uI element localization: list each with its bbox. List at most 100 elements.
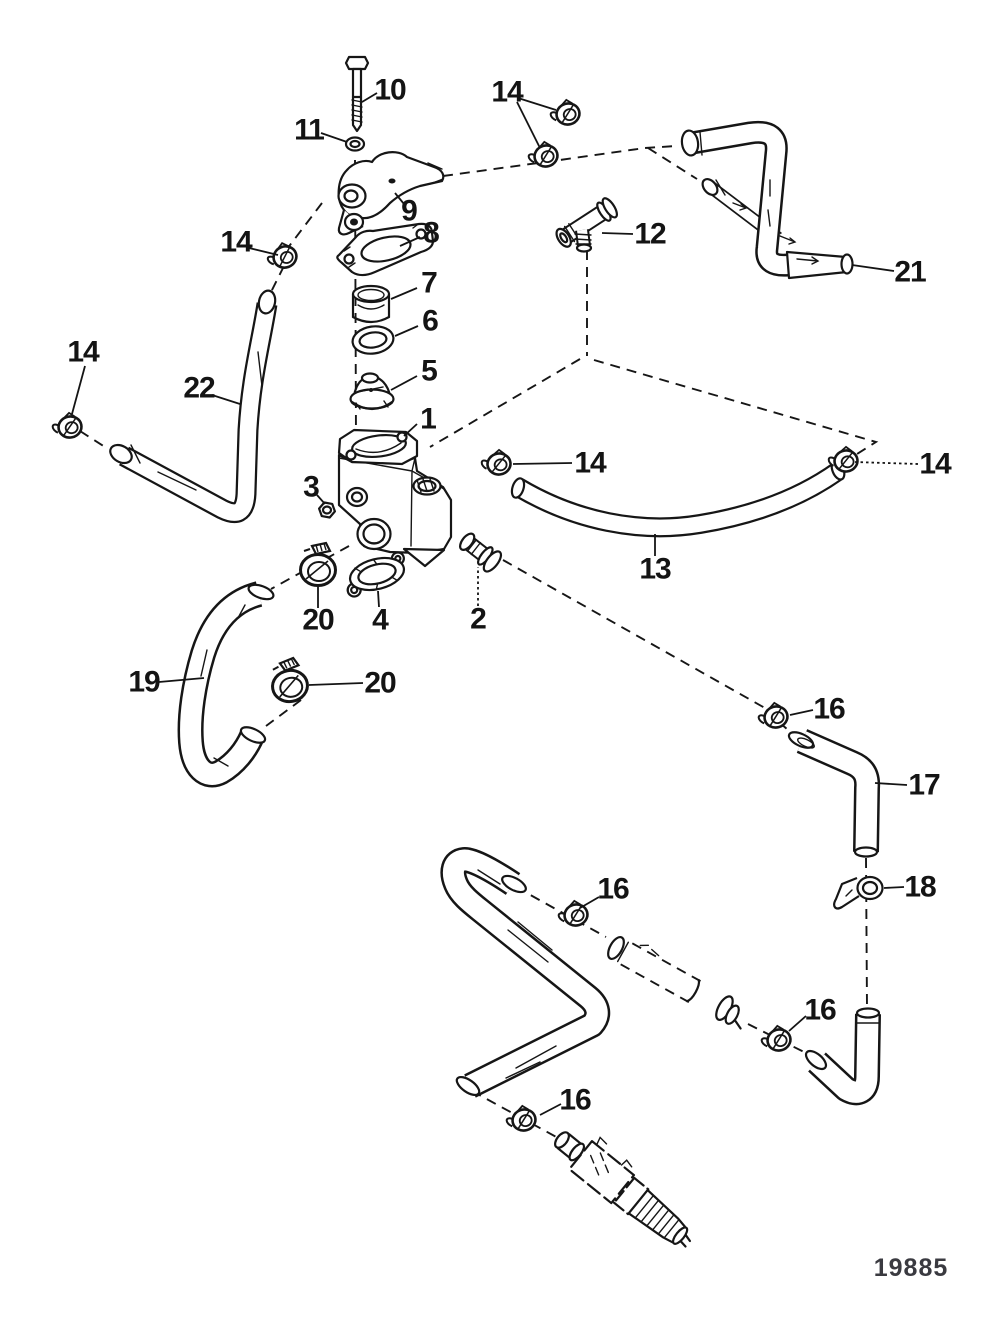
hose21-flared-end [785,250,849,280]
clamp-bracket-18 [833,875,884,910]
callout-22: 22 [183,372,215,405]
dash-hose15-to-valve [515,886,607,938]
callout-14: 14 [67,336,100,369]
clamp-16 [502,1102,540,1136]
clamp-20 [299,541,337,587]
callout-3: 3 [303,471,319,504]
washer-11 [344,136,366,152]
clamp-14 [524,138,562,172]
dash-housing-to-hose19 [270,545,350,590]
callout-4: 4 [372,604,389,637]
callout-18: 18 [904,871,936,904]
callout-11: 11 [294,114,324,147]
callout-16: 16 [559,1084,591,1117]
callout-9: 9 [401,195,417,228]
hose19-end [247,583,275,601]
inline-check-valve [607,936,742,1030]
clamp-16 [757,1022,795,1056]
elbow-end [855,1007,881,1019]
callout-10: 10 [374,74,406,107]
callout-leader-12 [601,232,634,235]
callout-leader-16 [579,896,600,909]
housing-gusset [402,547,446,568]
callout-leader-9 [394,192,405,205]
drain-plug-3 [318,501,336,519]
clamp-14 [49,409,85,443]
hose-21 [680,120,854,280]
callout-12: 12 [634,218,666,251]
flow-arrows [732,179,820,265]
hose19-end [239,726,267,744]
callout-leader-6 [394,325,419,337]
callout-leader-14 [512,462,573,465]
callout-14: 14 [220,226,253,259]
dash-cover-to-hose21 [442,145,677,177]
callout-leader-11 [320,132,348,143]
clamp-14 [262,238,301,274]
callout-leader-17 [874,782,908,786]
dash-clamp14-to-hose22-left [79,430,106,448]
hose13-end [510,477,526,499]
dash-clamp14-to-hose22 [268,265,285,297]
dash-cover-to-clamp14 [286,202,323,250]
callout-19: 19 [128,666,160,699]
dash-fitting12-to-hose13 [593,359,879,460]
hose17-end [853,846,879,858]
callout-leader-5 [390,375,418,391]
cover-gasket-8 [336,222,435,277]
callout-14: 14 [919,448,952,481]
hose15-end [501,874,527,894]
callout-leader-14 [853,461,919,465]
dash-to-pipe21 [647,147,698,180]
bolt-10 [344,55,370,133]
hose-19 [177,581,275,788]
callout-leader-16 [789,709,814,716]
outlet-gasket-4 [346,551,406,598]
callout-leader-20 [308,682,364,686]
tee-fitting-threaded-stub [574,229,593,253]
callout-leader-14 [71,365,86,415]
dash-clamp20-to-hose19 [265,699,302,727]
callout-16: 16 [597,873,629,906]
hose-13 [510,459,846,538]
clamp-14 [546,96,584,130]
clamp-20 [266,654,312,706]
tee-fitting-12 [555,197,618,253]
callout-leader-22 [211,394,241,405]
hose22-end-cap [109,443,133,465]
thermostat-housing-1 [337,428,453,568]
hose22-end-cap [257,289,277,315]
hose21-end-cap [680,129,700,157]
callout-leader-21 [851,264,895,272]
callout-leader-16 [788,1015,807,1032]
hose-fitting-2 [459,532,503,573]
callout-leader-1 [403,423,418,437]
hose15-end [455,1075,481,1097]
dash-fitting2-to-clamp16 [502,559,773,713]
seal-6 [351,325,395,355]
dash-valve-to-elbow [747,1023,807,1054]
hose-15 [440,847,611,1098]
thermostat-5 [349,372,395,411]
callout-16: 16 [813,693,845,726]
callout-leader-4 [377,590,380,608]
callout-14: 14 [574,447,607,480]
callout-leader-14 [248,247,279,256]
callout-21: 21 [894,256,926,289]
callout-20: 20 [364,667,396,700]
dash-fitting12-to-housing [429,358,581,448]
callout-leader-14 [516,101,541,149]
thermostat-cover-9 [337,151,445,236]
callout-20: 20 [302,604,334,637]
assembly-dashed-lines [79,145,879,1140]
hose-22 [109,289,278,524]
callout-leader-8 [399,236,421,247]
drawing-number: 19885 [874,1254,949,1282]
callout-leader-18 [883,886,905,889]
callout-leader-19 [158,677,205,683]
callout-8: 8 [423,217,439,250]
dash-stack-axis [354,159,357,443]
clamp-14 [478,447,514,479]
